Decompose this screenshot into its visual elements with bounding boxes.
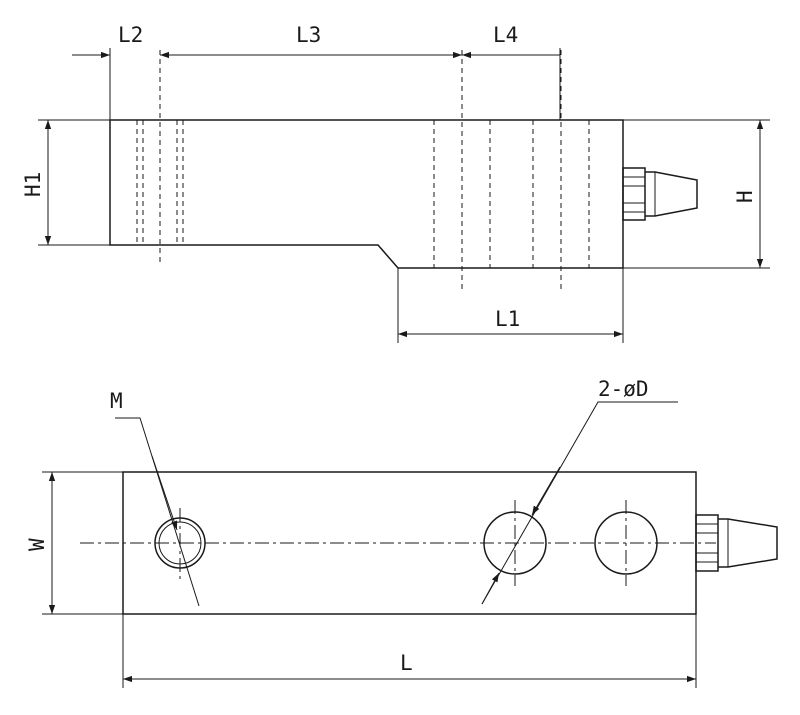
side-view-cable-gland <box>622 167 698 221</box>
through-hole-2 <box>594 500 658 586</box>
d-leader <box>481 401 678 605</box>
side-view-through-holes <box>433 50 590 290</box>
plan-view: M 2-øD W L <box>25 377 778 688</box>
label-L2: L2 <box>118 23 143 47</box>
side-view-threaded-hole <box>136 50 184 265</box>
side-view: L2 L3 L4 H1 H L1 <box>21 23 770 343</box>
label-W: W <box>25 538 49 551</box>
label-H1: H1 <box>21 172 45 197</box>
label-L: L <box>400 651 413 675</box>
plan-view-cable-gland <box>695 514 778 572</box>
label-L1: L1 <box>495 307 520 331</box>
through-hole-1 <box>483 500 547 586</box>
label-L4: L4 <box>493 23 518 47</box>
m-leader <box>115 417 200 607</box>
label-M: M <box>110 389 123 413</box>
side-view-body-outline <box>109 119 624 269</box>
label-H: H <box>733 190 757 203</box>
label-L3: L3 <box>296 23 321 47</box>
label-D: 2-øD <box>598 377 649 401</box>
